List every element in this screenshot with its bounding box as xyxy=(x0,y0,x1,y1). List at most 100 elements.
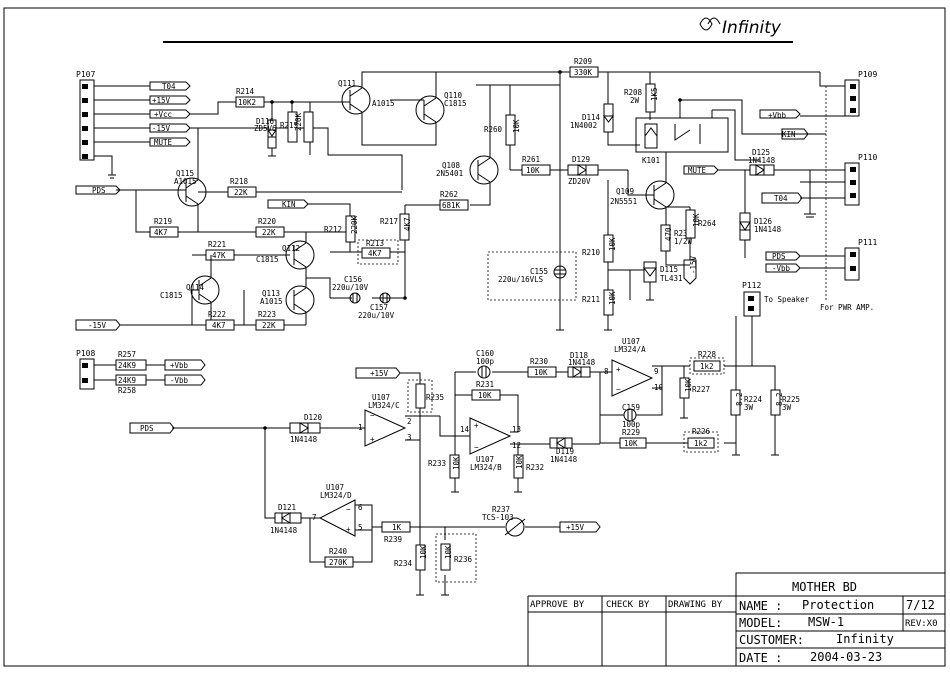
svg-text:R209: R209 xyxy=(574,57,592,66)
thermistor-r237: R237 TCS-103 xyxy=(482,505,526,537)
svg-text:C157: C157 xyxy=(370,303,388,312)
net-flag-kin-left xyxy=(267,199,309,209)
svg-text:12: 12 xyxy=(512,441,521,450)
svg-text:R234: R234 xyxy=(394,559,413,568)
net-flag-pvbb-right xyxy=(759,109,801,119)
svg-text:R227: R227 xyxy=(692,385,710,394)
svg-text:KIN: KIN xyxy=(782,130,796,139)
svg-text:R225: R225 xyxy=(782,395,800,404)
svg-text:10K2: 10K2 xyxy=(238,98,256,107)
svg-text:D119: D119 xyxy=(556,447,574,456)
svg-text:D115: D115 xyxy=(660,265,678,274)
diode-d118: D118 1N4148 xyxy=(567,351,596,378)
pwr-amp-note: For PWR AMP. xyxy=(820,303,874,312)
svg-text:MUTE: MUTE xyxy=(688,166,707,175)
svg-text:P107: P107 xyxy=(76,70,95,79)
resistor-r239: R239 1K xyxy=(381,521,411,544)
svg-text:24K9: 24K9 xyxy=(118,361,136,370)
svg-text:220u/16VLS: 220u/16VLS xyxy=(498,275,544,284)
svg-text:D114: D114 xyxy=(582,113,601,122)
resistor-r231: R231 10K xyxy=(471,380,501,401)
svg-text:10K: 10K xyxy=(624,439,638,448)
resistor-r220: R220 22K xyxy=(255,217,285,238)
resistor-r234: R234 10K xyxy=(394,544,428,571)
svg-text:−: − xyxy=(474,443,479,452)
svg-text:3: 3 xyxy=(407,433,412,442)
capacitor-c156: C156 220u/10V xyxy=(332,275,369,304)
revision: REV:X0 xyxy=(905,619,938,629)
diode-d120: D120 1N4148 xyxy=(289,413,323,444)
svg-text:2: 2 xyxy=(407,417,412,426)
capacitor-c159: C159 100p xyxy=(622,403,641,429)
svg-text:Q113: Q113 xyxy=(262,289,280,298)
svg-text:R258: R258 xyxy=(118,386,137,395)
resistor-r224: R224 3W 8.2 xyxy=(730,389,763,416)
customer-value: Infinity xyxy=(836,632,894,646)
connector-p111: P111 xyxy=(844,238,877,281)
title-block: APPROVE BY CHECK BY DRAWING BY MOTHER BD… xyxy=(527,572,946,667)
svg-text:+: + xyxy=(616,365,621,374)
svg-text:100p: 100p xyxy=(622,420,641,429)
svg-text:24K9: 24K9 xyxy=(118,376,136,385)
svg-text:+15V: +15V xyxy=(566,523,585,532)
svg-text:U107: U107 xyxy=(326,483,344,492)
svg-text:1K5: 1K5 xyxy=(650,87,659,101)
svg-text:LM324/B: LM324/B xyxy=(470,463,502,472)
svg-text:Q108: Q108 xyxy=(442,161,461,170)
net-flag-m15v-right xyxy=(683,259,697,285)
svg-text:R211: R211 xyxy=(582,295,600,304)
relay-k101: K101 xyxy=(635,117,729,165)
svg-text:Q111: Q111 xyxy=(338,79,356,88)
svg-text:1N4002: 1N4002 xyxy=(570,121,597,130)
transistor-q114: Q114 C1815 xyxy=(160,275,220,305)
svg-text:C160: C160 xyxy=(476,349,495,358)
svg-text:R220: R220 xyxy=(258,217,277,226)
net-flag-kin-right xyxy=(781,128,809,140)
svg-text:1N4148: 1N4148 xyxy=(550,455,578,464)
svg-text:TCS-103: TCS-103 xyxy=(482,513,514,522)
opamp-u107c: −+ U107 LM324/C 1 2 3 xyxy=(358,393,412,447)
svg-text:4K7: 4K7 xyxy=(368,249,382,258)
svg-text:1N4148: 1N4148 xyxy=(748,156,776,165)
svg-text:R257: R257 xyxy=(118,350,136,359)
svg-text:1N4148: 1N4148 xyxy=(270,526,298,535)
svg-text:R213: R213 xyxy=(366,239,384,248)
svg-text:LM324/D: LM324/D xyxy=(320,491,352,500)
svg-text:D125: D125 xyxy=(752,148,770,157)
svg-text:R217: R217 xyxy=(380,217,398,226)
opamp-u107d: −+ U107 LM324/D 7 6 5 xyxy=(312,483,363,537)
zener-d129: D129 ZD20V xyxy=(567,155,599,186)
svg-text:R261: R261 xyxy=(522,155,540,164)
svg-text:10K: 10K xyxy=(684,378,693,392)
svg-text:ZD5V6: ZD5V6 xyxy=(254,124,277,133)
svg-text:R223: R223 xyxy=(258,310,276,319)
capacitor-c157: C157 220u/10V xyxy=(358,292,395,320)
svg-text:D116: D116 xyxy=(256,117,275,126)
svg-text:681K: 681K xyxy=(442,201,461,210)
svg-text:R212: R212 xyxy=(324,225,342,234)
drawing-by-label: DRAWING BY xyxy=(668,600,723,610)
svg-text:Q112: Q112 xyxy=(282,244,300,253)
svg-text:PDS: PDS xyxy=(772,252,786,261)
net-flag-p15v-mid xyxy=(355,367,401,379)
svg-text:220K: 220K xyxy=(294,112,303,131)
svg-text:A1015: A1015 xyxy=(260,297,283,306)
svg-text:5: 5 xyxy=(358,523,363,532)
svg-text:A1015: A1015 xyxy=(372,99,395,108)
opamp-u107b: +− U107 LM324/B 14 13 12 xyxy=(460,417,521,472)
svg-text:R226: R226 xyxy=(692,427,711,436)
resistor-r226: R226 1k2 xyxy=(683,427,719,453)
svg-text:P108: P108 xyxy=(76,349,95,358)
svg-text:LM324/A: LM324/A xyxy=(614,345,646,354)
resistor-r240: R240 270K xyxy=(324,547,354,568)
svg-text:C1815: C1815 xyxy=(256,255,279,264)
svg-text:14: 14 xyxy=(460,425,470,434)
svg-text:1N4148: 1N4148 xyxy=(568,358,596,367)
svg-text:220u/10V: 220u/10V xyxy=(358,311,395,320)
resistor-r225: R225 3W 8.2 xyxy=(770,389,800,416)
svg-text:MUTE: MUTE xyxy=(154,138,173,147)
svg-text:K101: K101 xyxy=(642,156,660,165)
svg-text:R233: R233 xyxy=(428,459,446,468)
resistor-r264: R264 10K xyxy=(685,209,717,239)
